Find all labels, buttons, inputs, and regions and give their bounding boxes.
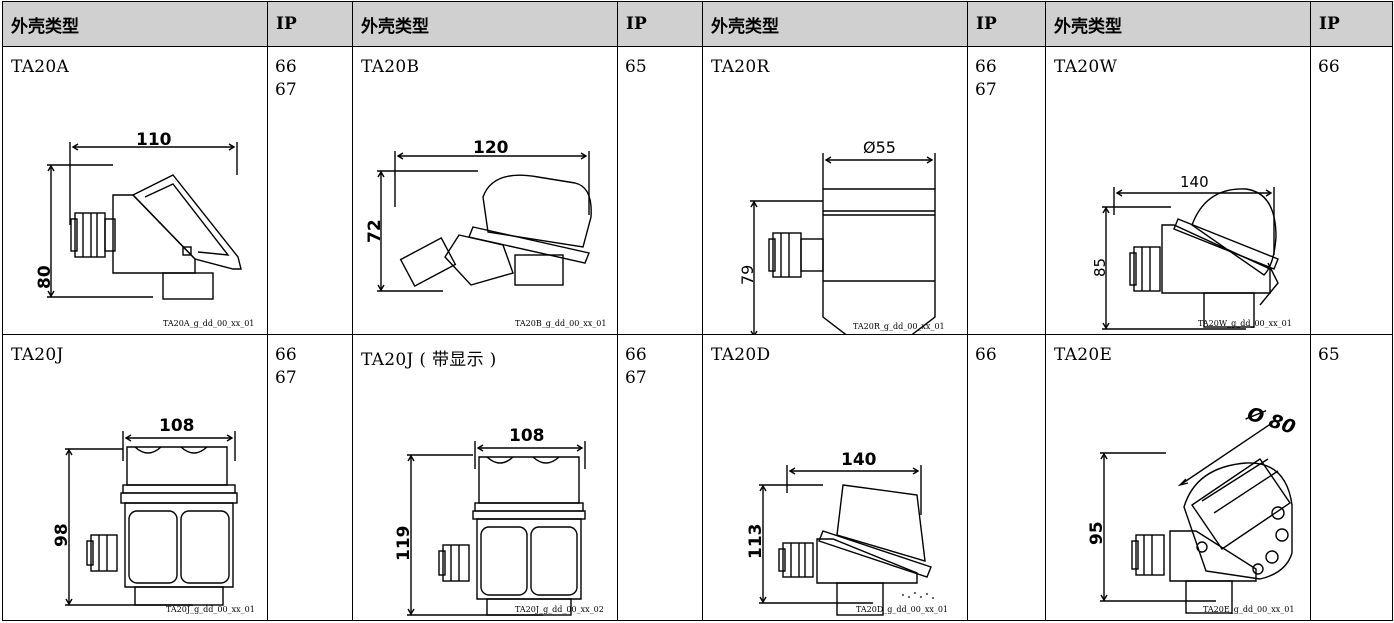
figure-caption: TA20B_g_dd_00_xx_01 <box>515 319 607 328</box>
ip-value: 65 <box>625 57 647 77</box>
housing-name: TA20A <box>11 57 70 77</box>
housing-name: TA20D <box>711 345 771 365</box>
housing-cell-ta20b: TA20B <box>352 46 618 335</box>
ip-value: 67 <box>975 80 997 100</box>
ip-value: 66 <box>975 57 997 77</box>
ta20e-drawing: Ø 80 95 <box>1087 403 1299 614</box>
ip-value: 66 <box>625 345 647 365</box>
ta20d-drawing: 140 113 <box>746 450 934 616</box>
dim-width: 110 <box>136 130 172 150</box>
housing-name: TA20R <box>711 57 770 77</box>
dim-width: Ø55 <box>863 138 896 157</box>
ta20w-drawing: 140 85 <box>1091 173 1279 330</box>
table-header-row: 外壳类型 IP 外壳类型 IP 外壳类型 IP 外壳类型 IP <box>2 1 1393 47</box>
ip-value: 66 <box>275 345 297 365</box>
dim-height: 79 <box>738 265 757 285</box>
ip-cell: 65 <box>1310 334 1393 621</box>
housing-cell-ta20j-display: TA20J ( 带显示 ) <box>352 334 618 621</box>
ip-cell: 66 67 <box>267 334 353 621</box>
ip-cell: 66 <box>1310 46 1393 335</box>
dim-height: 98 <box>52 523 72 547</box>
header-ip: IP <box>1310 1 1393 47</box>
ip-value: 65 <box>1318 345 1340 365</box>
housing-name: TA20J <box>11 345 64 365</box>
dim-height: 72 <box>365 219 385 243</box>
housing-cell-ta20e: TA20E <box>1045 334 1311 621</box>
ip-value: 66 <box>275 57 297 77</box>
dim-width: 140 <box>841 450 877 470</box>
housing-name: TA20W <box>1054 57 1118 77</box>
ip-value: 67 <box>625 368 647 388</box>
ip-value: 66 <box>1318 57 1340 77</box>
table-row: TA20J <box>2 334 1393 621</box>
dim-width: 108 <box>159 416 195 436</box>
dim-width: 140 <box>1180 173 1209 191</box>
ta20a-drawing: 110 80 <box>35 130 242 300</box>
dim-height: 119 <box>394 526 414 562</box>
ip-value: 67 <box>275 80 297 100</box>
dim-diameter: Ø 80 <box>1244 403 1299 439</box>
housing-cell-ta20d: TA20D <box>702 334 968 621</box>
figure-caption: TA20J_g_dd_00_xx_02 <box>515 605 604 614</box>
dim-height: 80 <box>35 265 55 289</box>
header-housing-type: 外壳类型 <box>2 1 268 47</box>
dim-height: 113 <box>746 524 766 560</box>
housing-name: TA20B <box>361 57 420 77</box>
figure-caption: TA20W_g_dd_00_xx_01 <box>1198 319 1292 328</box>
ta20j-display-drawing: 108 119 <box>394 426 586 616</box>
figure-caption: TA20A_g_dd_00_xx_01 <box>163 319 255 328</box>
housing-cell-ta20j: TA20J <box>2 334 268 621</box>
figure-caption: TA20R_g_dd_00_xx_01 <box>853 322 945 331</box>
header-ip: IP <box>267 1 353 47</box>
ta20b-drawing: 120 72 <box>365 138 592 292</box>
dim-height: 95 <box>1087 521 1107 545</box>
dim-width: 108 <box>509 426 545 446</box>
dim-height: 85 <box>1091 258 1109 277</box>
header-ip: IP <box>617 1 703 47</box>
figure-caption: TA20D_g_dd_00_xx_01 <box>856 605 949 614</box>
ip-cell: 66 67 <box>617 334 703 621</box>
ta20r-drawing: Ø55 79 <box>738 138 936 334</box>
ip-cell: 65 <box>617 46 703 335</box>
header-ip: IP <box>967 1 1046 47</box>
header-housing-type: 外壳类型 <box>1045 1 1311 47</box>
header-housing-type: 外壳类型 <box>352 1 618 47</box>
housing-cell-ta20r: TA20R <box>702 46 968 335</box>
housing-cell-ta20w: TA20W <box>1045 46 1311 335</box>
figure-caption: TA20J_g_dd_00_xx_01 <box>166 605 255 614</box>
table-row: TA20A <box>2 46 1393 335</box>
ip-cell: 66 67 <box>267 46 353 335</box>
ta20j-drawing: 108 98 <box>52 416 238 606</box>
ip-cell: 66 67 <box>967 46 1046 335</box>
ip-value: 66 <box>975 345 997 365</box>
housing-cell-ta20a: TA20A <box>2 46 268 335</box>
header-housing-type: 外壳类型 <box>702 1 968 47</box>
figure-caption: TA20E_g_dd_00_xx_01 <box>1203 605 1295 614</box>
housing-name: TA20E <box>1054 345 1113 365</box>
dim-width: 120 <box>473 138 509 158</box>
ip-cell: 66 <box>967 334 1046 621</box>
housing-name: TA20J ( 带显示 ) <box>361 350 497 370</box>
ip-value: 67 <box>275 368 297 388</box>
